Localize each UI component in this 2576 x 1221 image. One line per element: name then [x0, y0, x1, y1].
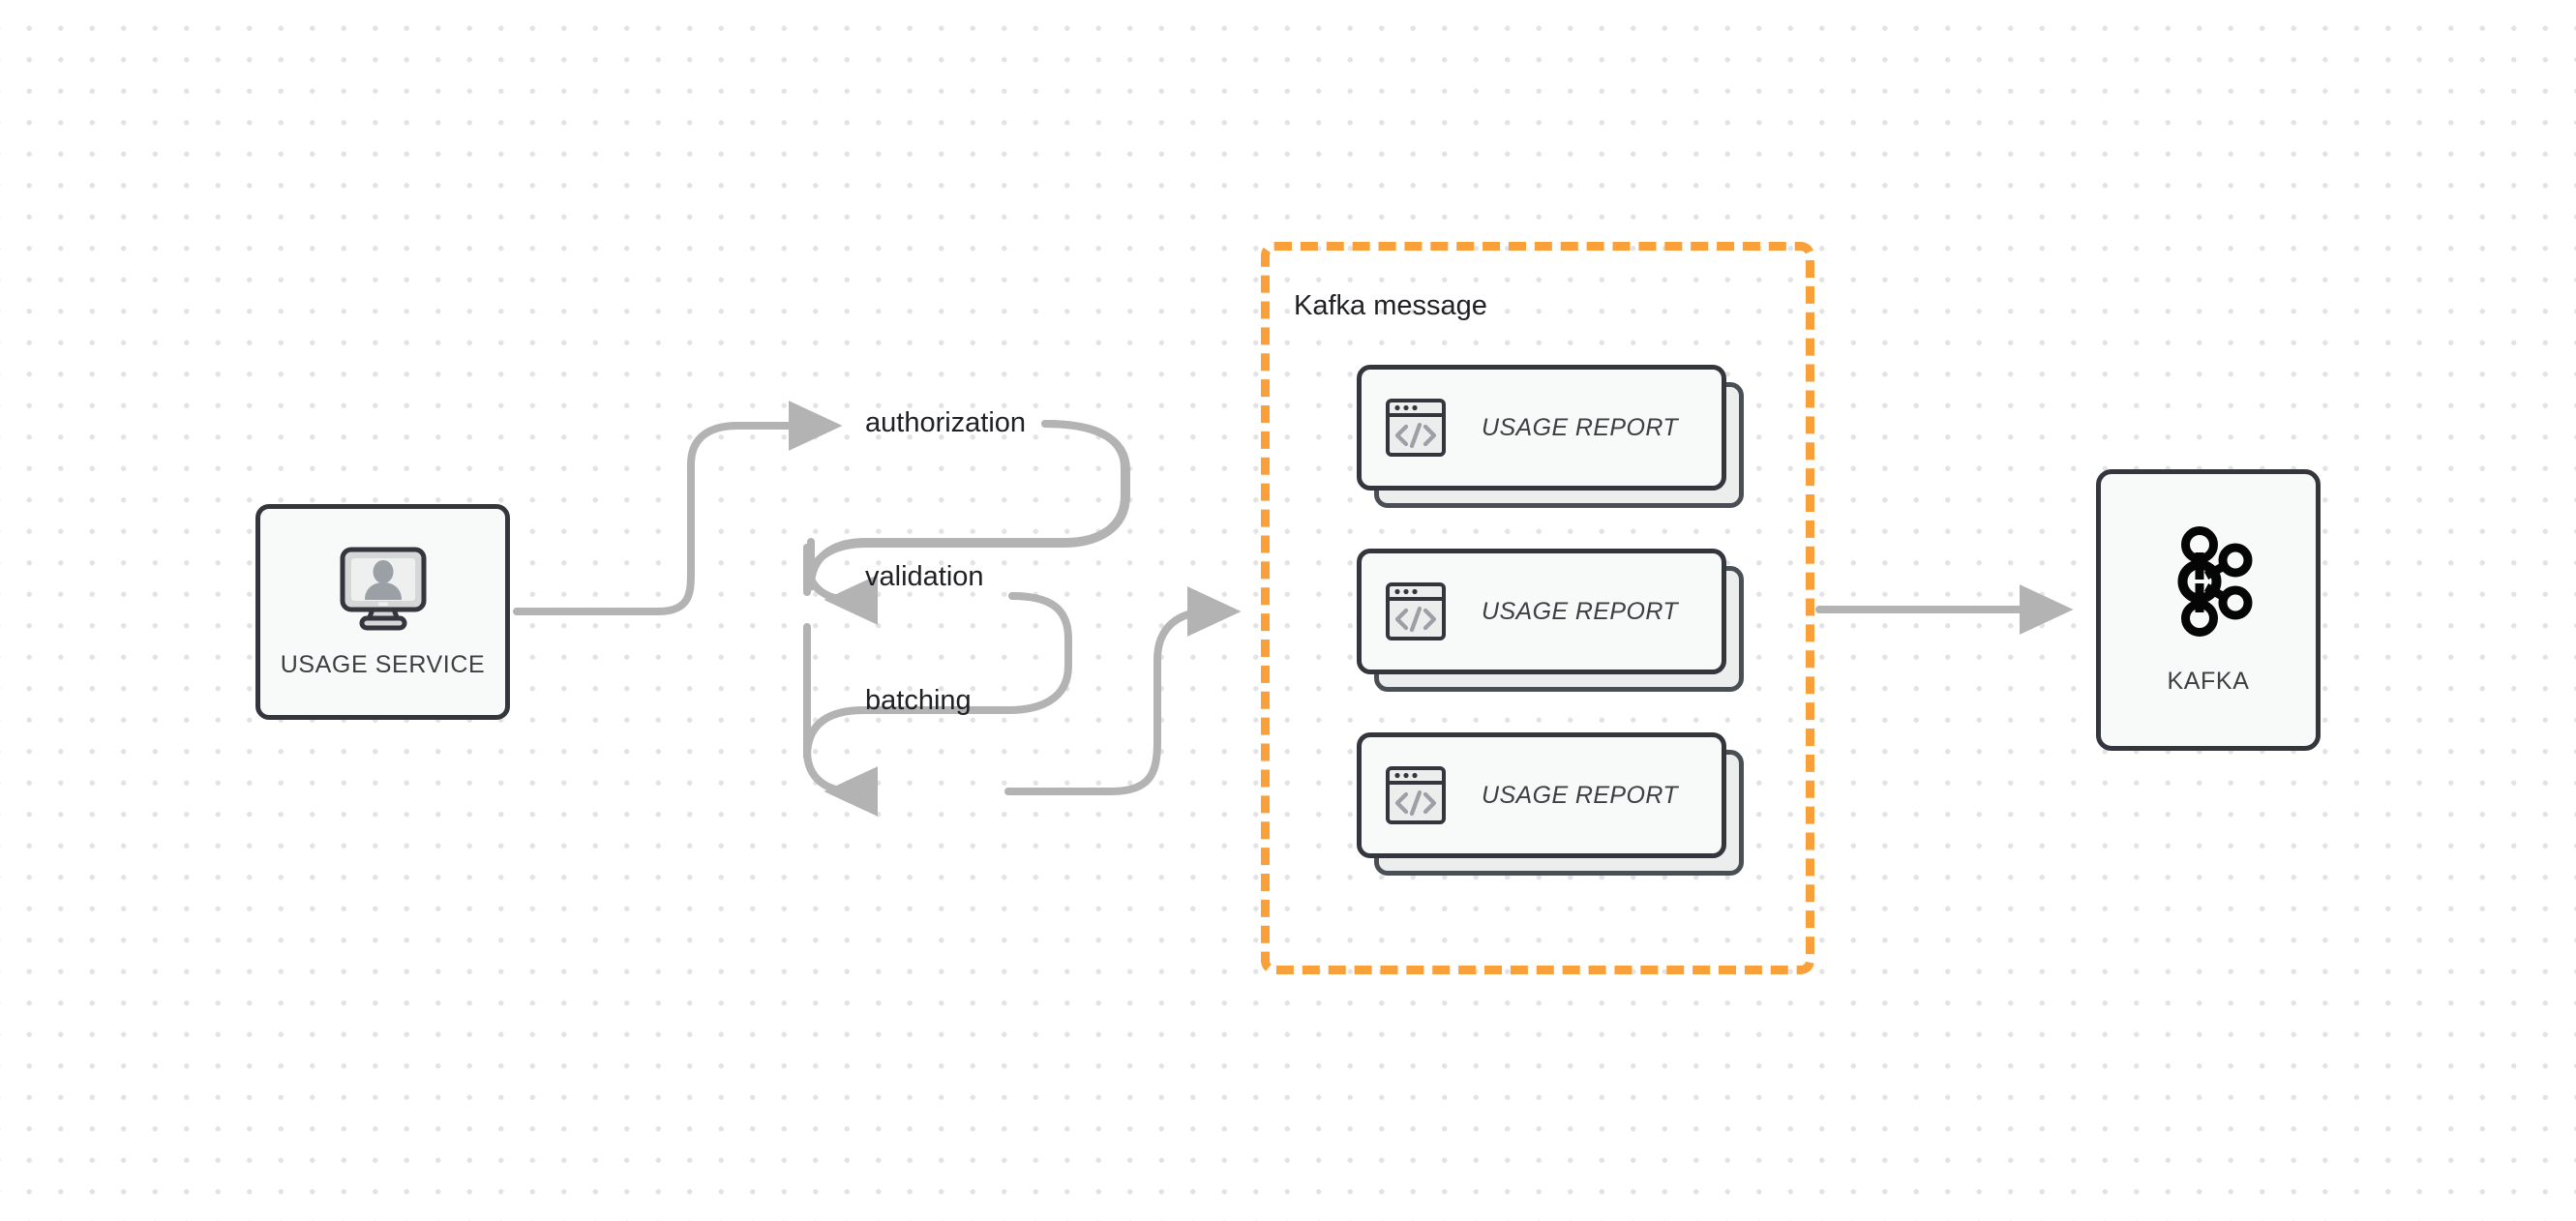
usage-report-card[interactable]: USAGE REPORT [1357, 549, 1744, 692]
edge-usage-service-to-authorization [513, 401, 843, 615]
code-window-icon [1385, 397, 1447, 459]
step-label-batching: batching [865, 685, 972, 716]
usage-report-card-label: USAGE REPORT [1482, 413, 1678, 441]
node-usage-service[interactable]: USAGE SERVICE [255, 504, 510, 720]
card-front[interactable]: USAGE REPORT [1357, 732, 1726, 858]
kafka-logo-icon [2158, 525, 2259, 642]
card-front[interactable]: USAGE REPORT [1357, 365, 1726, 491]
code-window-icon [1385, 764, 1447, 826]
code-window-icon [1385, 581, 1447, 642]
usage-report-card[interactable]: USAGE REPORT [1357, 732, 1744, 876]
edge-validation-to-batching [803, 592, 1072, 760]
card-front[interactable]: USAGE REPORT [1357, 549, 1726, 674]
step-label-authorization: authorization [865, 407, 1027, 438]
edge-validation-to-batching-drop [803, 731, 879, 817]
usage-report-card[interactable]: USAGE REPORT [1357, 365, 1744, 508]
group-kafka-message[interactable] [1261, 242, 1814, 974]
usage-report-card-label: USAGE REPORT [1482, 597, 1678, 625]
node-usage-service-label: USAGE SERVICE [280, 650, 486, 678]
node-kafka-label: KAFKA [2167, 667, 2250, 695]
step-label-validation: validation [865, 561, 984, 592]
monitor-user-icon [338, 546, 429, 636]
group-kafka-message-title: Kafka message [1294, 290, 1487, 321]
node-kafka[interactable]: KAFKA [2096, 469, 2321, 751]
edge-authorization-to-validation-drop [803, 544, 879, 625]
usage-report-card-label: USAGE REPORT [1482, 781, 1678, 809]
edge-batching-to-kafka-message [1004, 586, 1242, 795]
